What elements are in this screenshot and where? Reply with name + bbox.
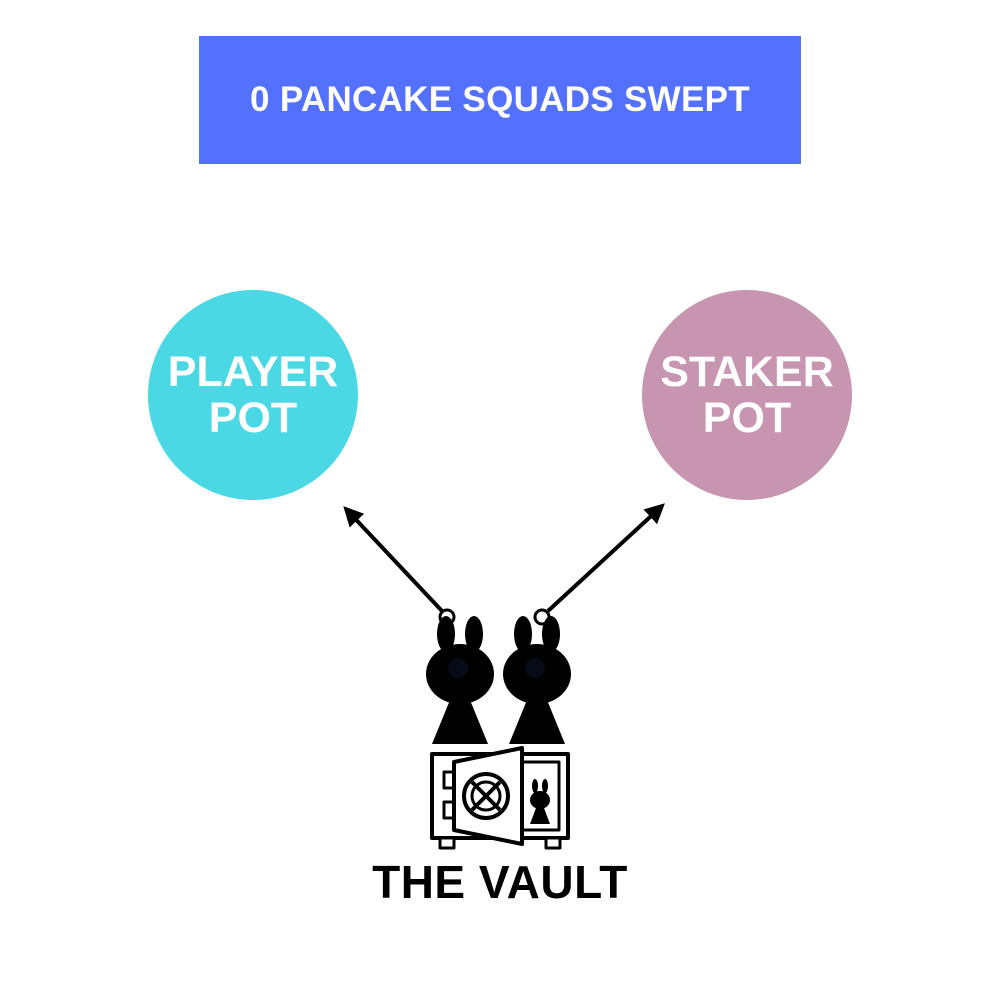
- player-pot-label-line1: PLAYER: [167, 348, 339, 396]
- arrow-to-staker-pot: [533, 503, 665, 626]
- player-pot-label-line2: POT: [208, 394, 298, 442]
- swept-count-text: 0 PANCAKE SQUADS SWEPT: [250, 80, 750, 119]
- staker-pot-label-line2: POT: [702, 394, 792, 442]
- bunny-silhouette-icon: [503, 616, 571, 744]
- player-pot-circle: PLAYER POT: [148, 290, 358, 500]
- staker-pot-label-line1: STAKER: [660, 348, 834, 396]
- vault-safe-icon: [430, 746, 570, 850]
- arrow-to-player-pot: [343, 506, 456, 626]
- vault-label: THE VAULT: [372, 856, 628, 908]
- staker-pot-circle: STAKER POT: [642, 290, 852, 500]
- bunny-silhouette-icon: [426, 616, 494, 744]
- swept-count-banner: 0 PANCAKE SQUADS SWEPT: [199, 36, 801, 164]
